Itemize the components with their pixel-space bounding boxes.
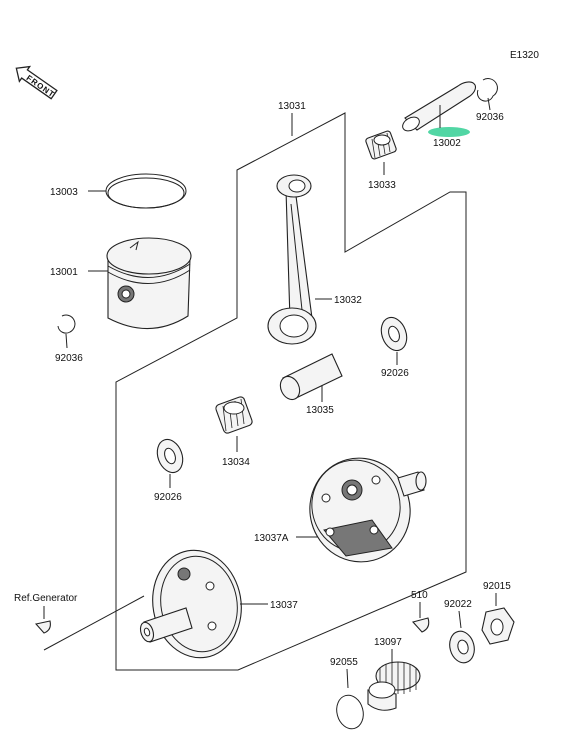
callout-92026-right: 92026: [381, 368, 409, 379]
callout-92055: 92055: [330, 657, 358, 668]
callout-13003: 13003: [50, 187, 78, 198]
crankshaft-gear[interactable]: [367, 661, 421, 711]
thrust-washer-right[interactable]: [377, 314, 411, 354]
callout-ref-generator: Ref.Generator: [14, 593, 78, 604]
callout-13002: 13002: [433, 138, 461, 149]
crankshaft-half-right[interactable]: [298, 447, 427, 573]
callout-13032: 13032: [334, 295, 362, 306]
leader-92036-top: [487, 97, 491, 111]
crank-pin[interactable]: [277, 353, 343, 403]
callout-92026-left: 92026: [154, 492, 182, 503]
needle-bearing-big-end[interactable]: [215, 396, 253, 434]
leader-ref-generator-line: [43, 595, 145, 651]
circlip-left[interactable]: [57, 314, 76, 334]
callout-13034: 13034: [222, 457, 250, 468]
callout-92036-left: 92036: [55, 353, 83, 364]
callout-13037: 13037: [270, 600, 298, 611]
connecting-rod[interactable]: [267, 174, 317, 345]
callout-13001: 13001: [50, 267, 78, 278]
nut[interactable]: [481, 607, 515, 645]
callout-13035: 13035: [306, 405, 334, 416]
washer[interactable]: [446, 628, 477, 665]
callout-92022: 92022: [444, 599, 472, 610]
woodruff-key[interactable]: [411, 617, 430, 633]
leader-92055: [346, 668, 349, 689]
piston-ring[interactable]: [105, 173, 187, 209]
callout-13031: 13031: [278, 101, 306, 112]
leader-92036-left: [65, 333, 68, 349]
callout-13097: 13097: [374, 637, 402, 648]
callout-13033: 13033: [368, 180, 396, 191]
o-ring[interactable]: [333, 692, 367, 732]
front-arrow-icon: FRONT: [15, 65, 58, 100]
diagram-code: E1320: [510, 50, 539, 61]
callout-92036-top: 92036: [476, 112, 504, 123]
highlight-marker: [428, 127, 470, 137]
circlip-top[interactable]: [476, 78, 498, 102]
piston[interactable]: [106, 237, 192, 330]
needle-bearing-small-end[interactable]: [365, 130, 397, 160]
callout-510: 510: [411, 590, 428, 601]
crankshaft-half-left[interactable]: [138, 543, 250, 665]
assembly-group-outline: [115, 112, 467, 671]
leader-92022: [458, 610, 462, 629]
callout-13037A: 13037A: [254, 533, 289, 544]
thrust-washer-left[interactable]: [153, 436, 187, 476]
piston-pin[interactable]: [400, 81, 476, 137]
callout-92015: 92015: [483, 581, 511, 592]
woodruff-key-generator[interactable]: [34, 620, 51, 634]
